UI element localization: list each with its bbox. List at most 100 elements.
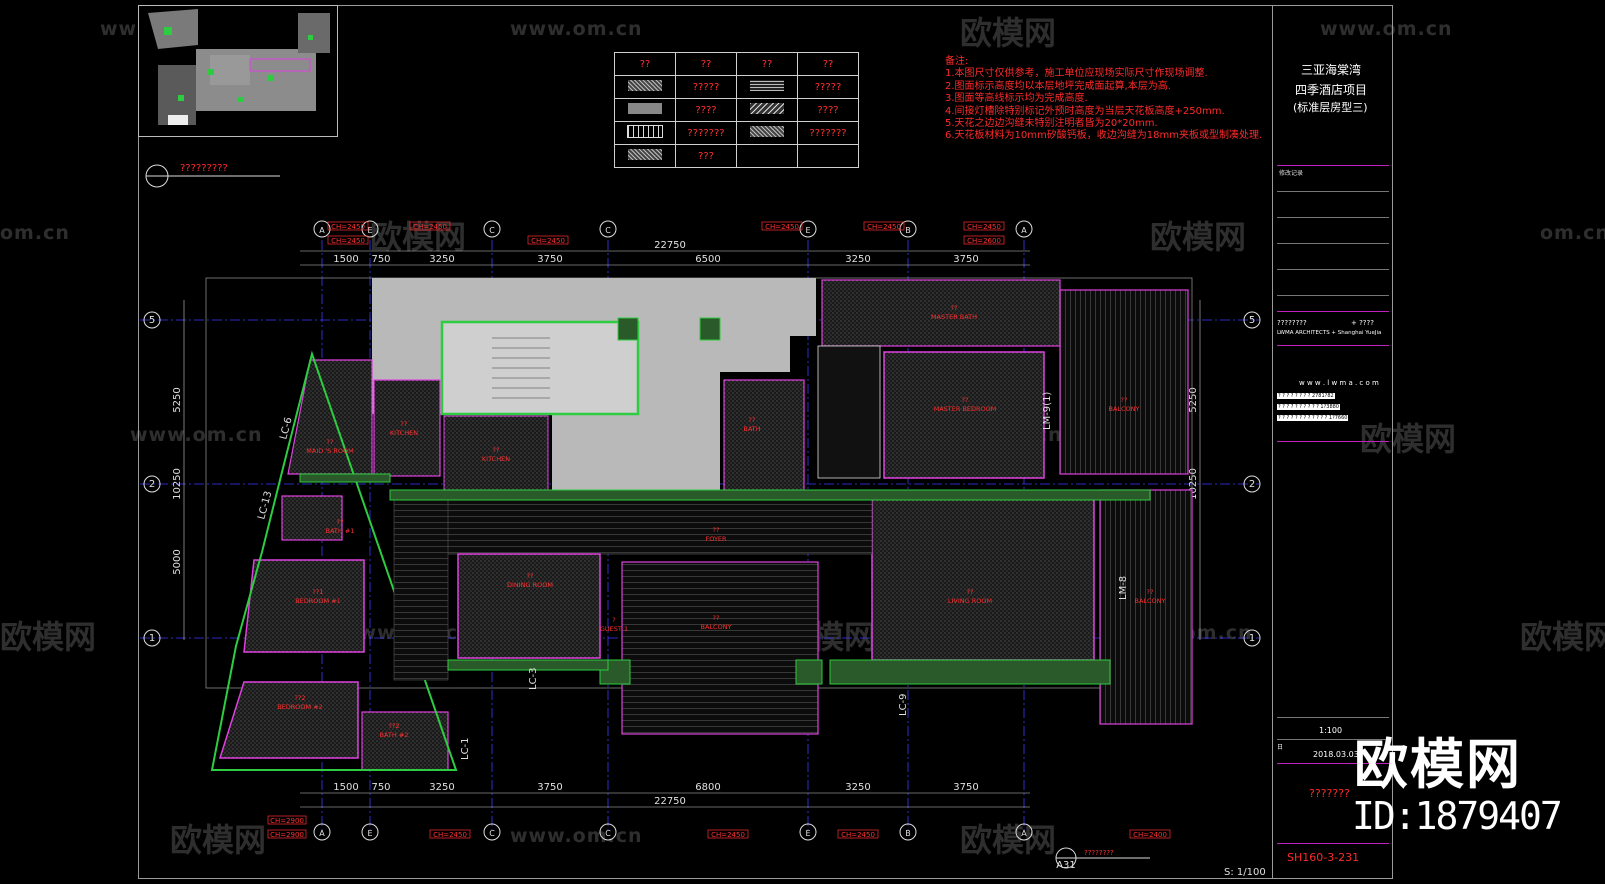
room-name: BATH #1 [326,527,355,535]
bedroom-2 [218,681,359,759]
room-code: ?? [951,304,958,312]
ceiling-height-label: CH=2450 [433,831,467,839]
dimension-label: 10250 [172,468,183,500]
dimension-label: 3250 [845,254,870,265]
room-name: BALCONY [1108,405,1139,413]
material-legend: ?? ?? ?? ?? ????? ????? ???? ???? ??????… [614,52,859,168]
room-code: ? [612,616,615,624]
legend-header: ?? [675,52,737,76]
grid-bubbles-top [313,220,1033,238]
ceiling-height-label: CH=2400 [1133,831,1167,839]
legend-label [797,144,859,168]
divider [1277,191,1389,192]
room-name: DINING ROOM [507,581,553,589]
grid-number: 1 [149,633,155,644]
ceiling-height-label: CH=2450 [331,237,365,245]
dimension-label: 6800 [695,782,720,793]
grid-bubbles-side [143,311,1261,647]
legend-label: ????? [797,75,859,99]
room-name: BATH #2 [380,731,409,739]
ceiling-height-label: CH=2450 [331,223,365,231]
ceiling-height-label: CH=2600 [967,237,1001,245]
grid-letter: B [905,829,911,838]
grid-letter: A [319,829,325,838]
date-value: 2018.03.03 [1313,750,1359,759]
contact-row: ? ? ? ? ? ? ? ? ? ? 1?3880 [1277,404,1340,410]
room-name: MASTER BATH [931,313,977,321]
grid-letter: C [605,829,611,838]
firm-website: w w w . l w m a . c o m [1299,379,1379,387]
wardrobe [817,345,881,479]
room-code: ?? [967,588,974,596]
dimension-label: 1500 [333,254,358,265]
watermark-brand: 欧模网 [1360,420,1457,458]
grid-letter: C [489,226,495,235]
stair-treads [492,337,550,399]
watermark-brand: 欧模网 [1150,218,1247,256]
ceiling-height-label: CH=2450 [711,831,745,839]
watermark-brand: 欧模网 [1520,618,1605,656]
dimension-label: 3250 [845,782,870,793]
legend-header: ?? [614,52,676,76]
dimension-label: 3750 [537,254,562,265]
firm-en: LWMA ARCHITECTS + Shanghai YueJia [1277,330,1382,336]
room-name: FOYER [705,535,727,543]
dimension-label: 3250 [429,254,454,265]
contact-row: ? ? ? ? ? ? ? ? ? ? ? ? 1?7660 [1277,415,1349,421]
dimension-label: 5000 [172,549,183,574]
sheet-number: SH160-3-231 [1287,851,1360,864]
room-name: KITCHEN [390,429,418,437]
maids-room [287,359,373,475]
grid-letter: C [605,226,611,235]
watermark-site: www.om.cn [510,18,643,40]
bath-center [723,379,805,493]
corner-id: ID:1879407 [1352,794,1563,838]
divider [1277,217,1389,218]
project-name-line2: 四季酒店项目 [1295,83,1368,97]
grid-number: 2 [1249,479,1255,490]
drawing-frame [138,5,1393,879]
drawing-notes: 备注: 1.本图尺寸仅供参考，施工单位应现场实际尺寸作现场调整. 2.图面标示高… [945,56,1262,143]
dimension-label: 6500 [695,254,720,265]
grid-number: 5 [149,315,155,326]
dining-room [457,553,601,659]
grid-letter: A [319,226,325,235]
note-line: 1.本图尺寸仅供参考，施工单位应现场实际尺寸作现场调整. [945,68,1208,80]
kitchen-2 [443,415,549,493]
divider [1277,441,1389,442]
contact-row: ? ? ? ? ? ? ? ? 2781?82 [1277,393,1335,399]
grid-letter: B [905,226,911,235]
dimension-label: 3250 [429,782,454,793]
legend-label: ??????? [797,121,859,145]
legend-swatch [736,98,798,122]
note-line: 5.天花之边边沟缝未特别注明者皆为20*20mm. [945,118,1158,130]
grid-bubbles-bottom [313,823,1033,841]
ceiling-height-label: CH=2450 [531,237,565,245]
grid-letter: E [367,226,372,235]
corner-brand: 欧模网 [1354,733,1522,796]
room-name: BALCONY [700,623,731,631]
room-code: ?? [527,572,534,580]
room-name: LIVING ROOM [948,597,992,605]
grid-letter: E [805,829,810,838]
structural-walls [299,317,1151,685]
dimension-label: 22750 [654,240,686,251]
grid-letter: C [489,829,495,838]
living-room [871,495,1095,661]
dimension-label: 750 [371,782,390,793]
room-name: BALCONY [1134,597,1165,605]
note-line: 4.间接灯槽除特别标记外预时高度为当层天花板高度+250mm. [945,105,1225,117]
divider [1277,739,1389,740]
ceiling-height-label: CH=2450 [413,223,447,231]
title-block: 三亚海棠湾 四季酒店项目 (标准层房型三) 修改记录 ???????? + ??… [1272,5,1393,879]
ceiling-height-label: CH=2900 [270,831,304,839]
notes-title: 备注: [945,56,969,67]
watermark-site: www.om.cn [510,825,643,847]
dimension-lines [183,250,1201,808]
section-tag: LM-8 [1118,576,1129,600]
section-tag: LM-9(1) [1042,392,1053,430]
ceiling-height-label: CH=2450 [867,223,901,231]
firm-cn: ???????? [1277,319,1307,327]
room-code: ?? [337,518,344,526]
grid-letter: A [1021,829,1027,838]
